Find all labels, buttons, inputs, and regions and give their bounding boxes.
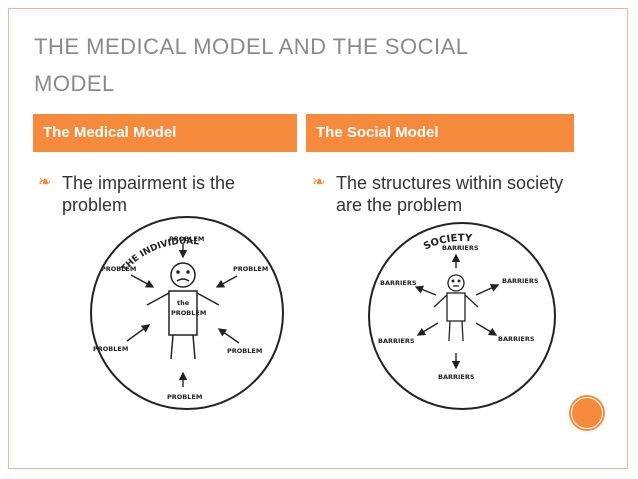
barriers-label: BARRIERS [380, 279, 417, 287]
barriers-label: BARRIERS [498, 335, 535, 343]
decorative-orange-circle [569, 395, 605, 431]
person-figure-icon [433, 274, 479, 342]
fleuron-bullet-icon: ❧ [38, 174, 52, 191]
social-model-header-label: The Social Model [316, 124, 439, 141]
barriers-label: BARRIERS [438, 373, 475, 381]
slide-frame [8, 8, 628, 469]
problem-label: PROBLEM [169, 235, 204, 243]
social-model-diagram: SOCIETY BARRIERS BARRIERS BARRIERS BARRI… [368, 222, 556, 410]
barriers-label: BARRIERS [442, 244, 479, 252]
sad-figure-icon [146, 262, 220, 360]
problem-label: PROBLEM [233, 265, 268, 273]
medical-model-header-label: The Medical Model [43, 124, 177, 141]
social-model-bullet: ❧ The structures within society are the … [312, 172, 574, 216]
society-circle [368, 222, 556, 410]
fleuron-bullet-icon: ❧ [312, 174, 326, 191]
social-model-header: The Social Model [306, 114, 574, 152]
barriers-label: BARRIERS [502, 277, 539, 285]
title-line-1: The Medical Model and the Social [34, 34, 469, 59]
medical-model-header: The Medical Model [33, 114, 297, 152]
social-model-bullet-text: The structures within society are the pr… [336, 173, 564, 215]
medical-model-bullet-text: The impairment is the problem [62, 173, 236, 215]
center-label-the: the [177, 299, 190, 307]
medical-model-bullet: ❧ The impairment is the problem [38, 172, 288, 216]
barriers-label: BARRIERS [378, 337, 415, 345]
individual-circle [90, 216, 284, 410]
title-line-2: Model [34, 71, 115, 96]
problem-label: PROBLEM [101, 265, 136, 273]
medical-model-diagram: THE INDIVIDUAL PROBLEM PROBLEM PROBLEM P… [90, 216, 284, 410]
slide-title: The Medical Model and the Social Model [34, 30, 504, 104]
center-label-problem: PROBLEM [171, 309, 206, 317]
problem-label: PROBLEM [227, 347, 262, 355]
problem-label: PROBLEM [93, 345, 128, 353]
problem-label: PROBLEM [167, 393, 202, 401]
